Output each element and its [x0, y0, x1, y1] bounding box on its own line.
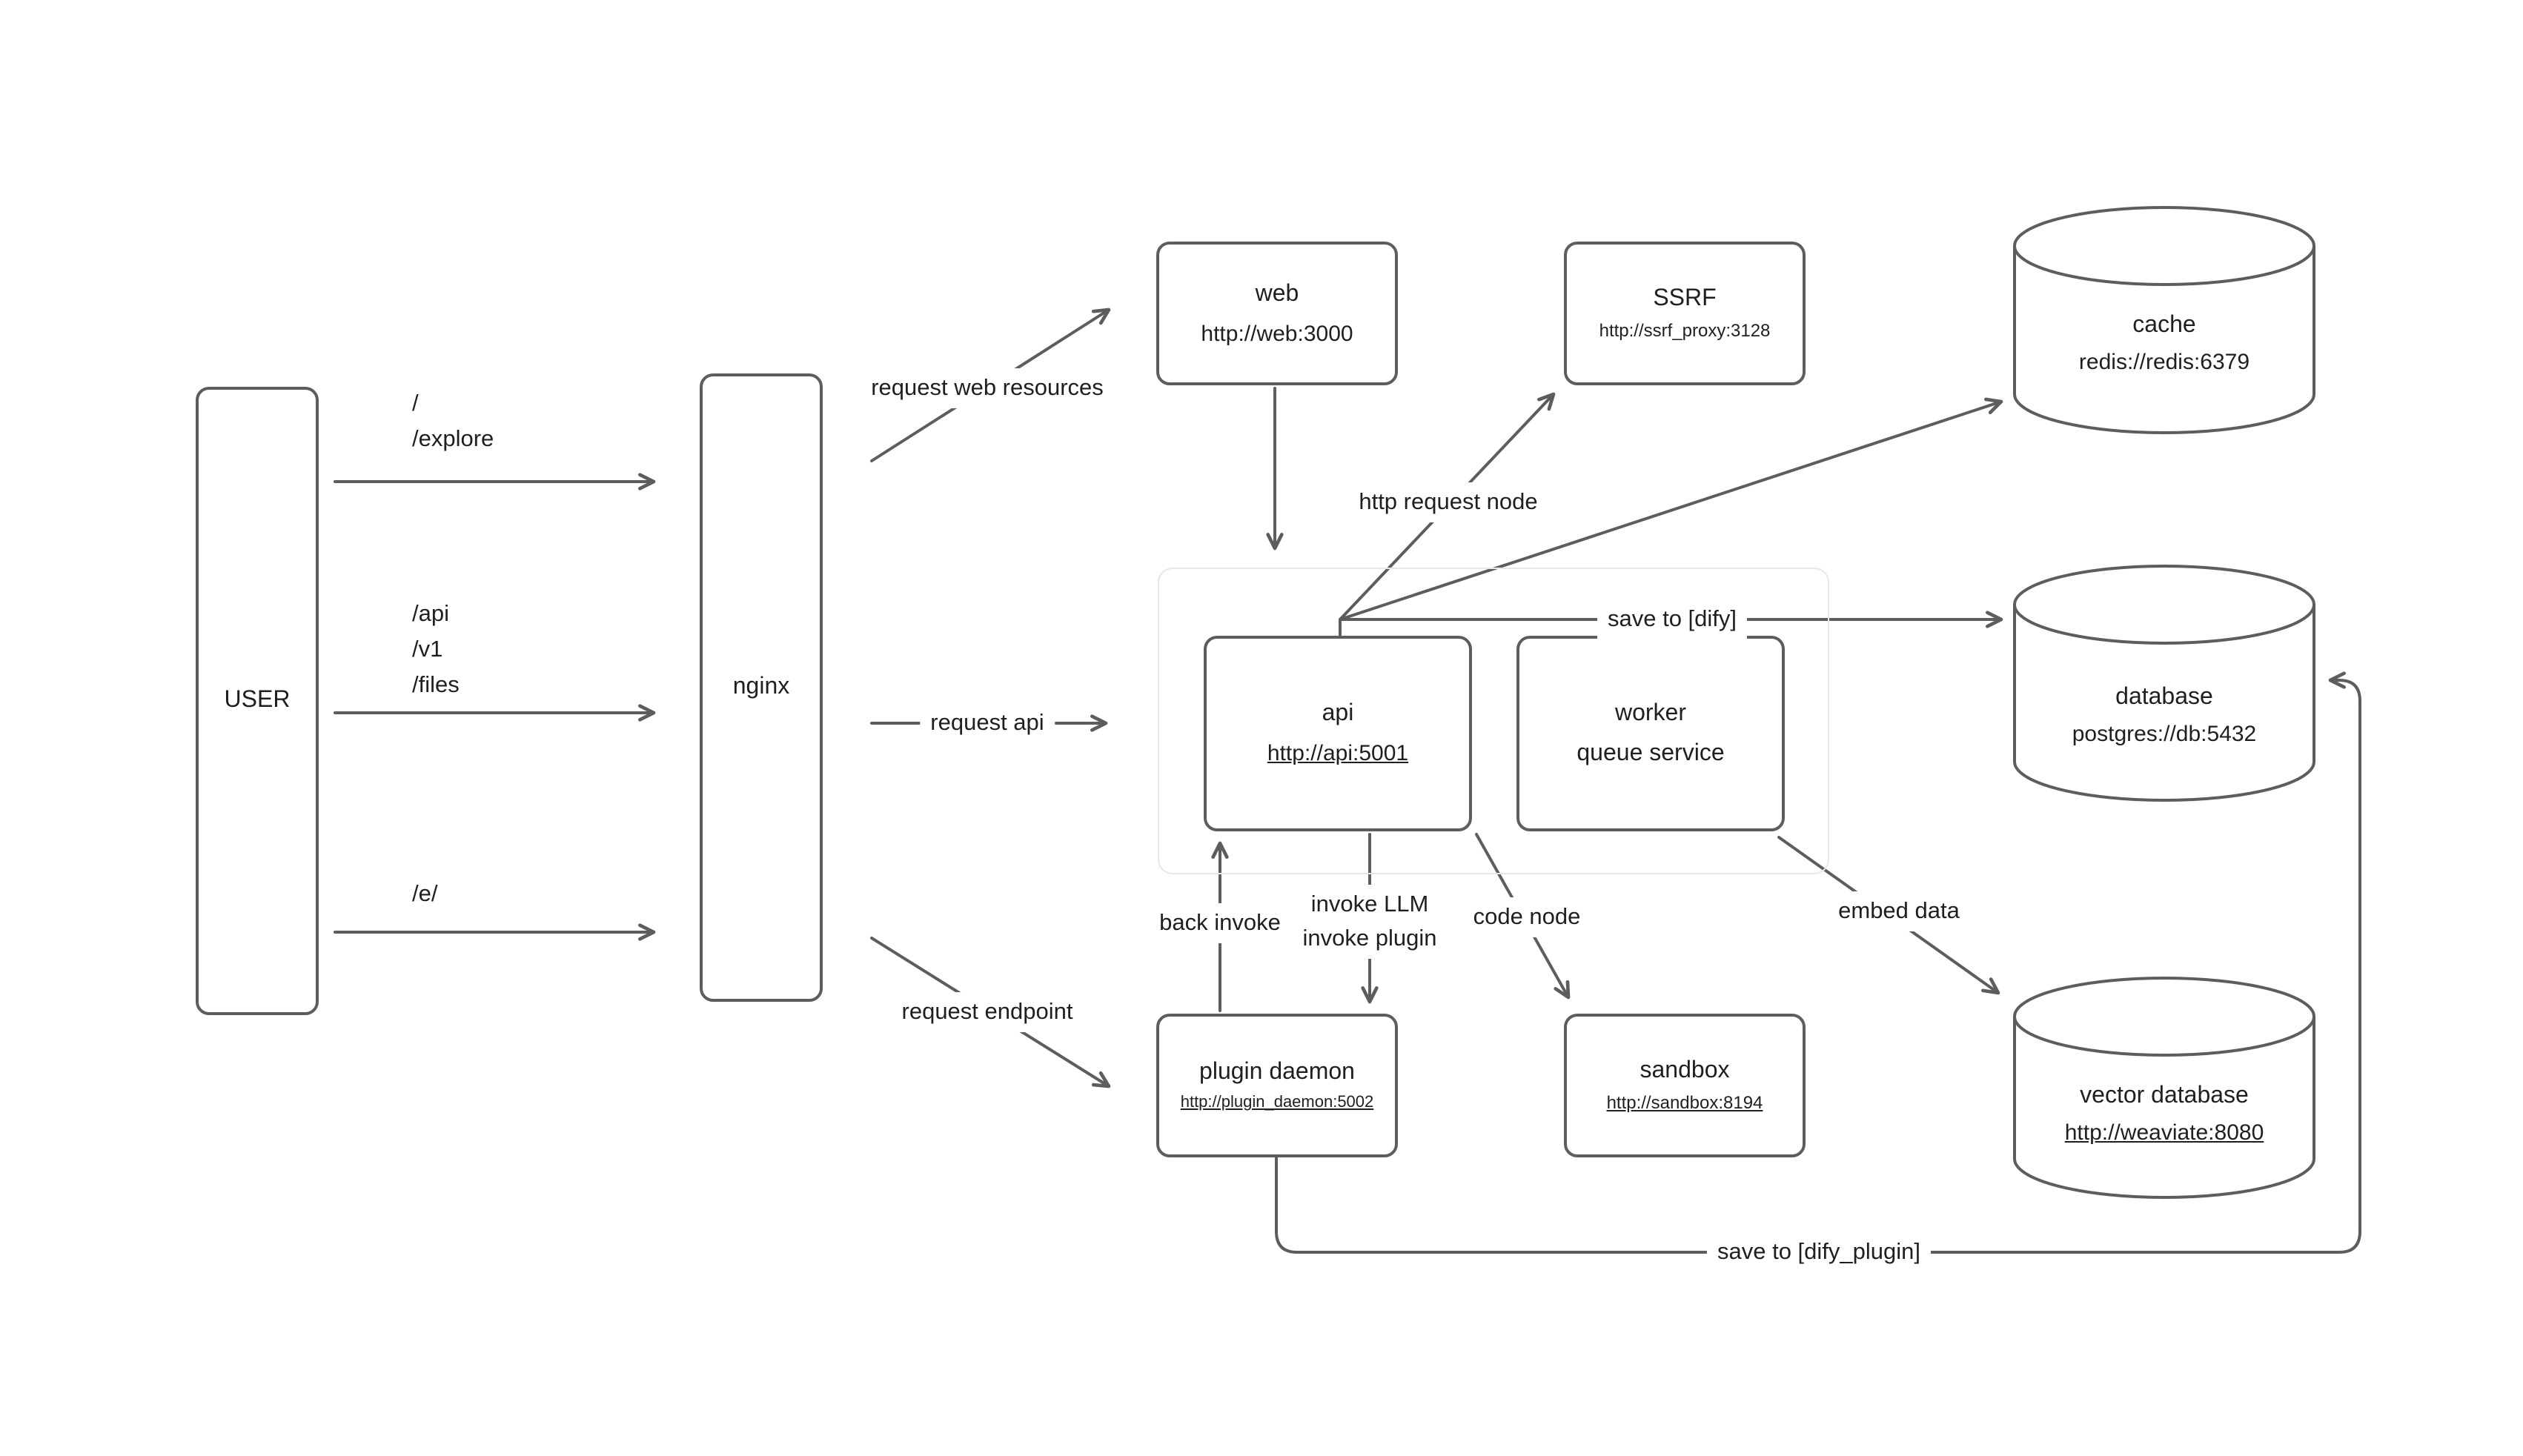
edge-label-save-to-dify: save to [dify]: [1597, 599, 1748, 639]
database-label: database: [2115, 685, 2213, 710]
edge-plugin-database: [1275, 671, 2361, 1254]
edge-label-request-web: request web resources: [861, 368, 1114, 408]
vector-database-label: vector database: [2080, 1083, 2249, 1108]
node-nginx: nginx: [700, 373, 823, 1002]
node-api: api http://api:5001: [1204, 636, 1472, 831]
invoke-plugin-line: invoke plugin: [1302, 926, 1437, 951]
invoke-llm-line: invoke LLM: [1310, 892, 1429, 917]
path-line: /explore: [412, 427, 494, 452]
ssrf-label: SSRF: [1653, 286, 1717, 311]
cache-label: cache: [2132, 313, 2196, 338]
cache-cylinder: [2013, 206, 2315, 434]
plugin-daemon-label: plugin daemon: [1199, 1060, 1355, 1085]
node-worker: worker queue service: [1516, 636, 1785, 831]
path-line: /files: [412, 673, 460, 698]
edge-label-request-api: request api: [920, 703, 1055, 743]
web-label: web: [1255, 281, 1299, 306]
vector-database-url-link[interactable]: http://weaviate:8080: [2064, 1120, 2264, 1146]
edge-label-code-node: code node: [1462, 897, 1591, 937]
edge-label-http-request-node: http request node: [1348, 482, 1548, 522]
cache-url: redis://redis:6379: [2078, 350, 2250, 375]
edge-label-user-paths-top: / /explore: [412, 387, 494, 458]
database-cylinder: [2013, 565, 2315, 802]
edge-api-cache: [1339, 397, 2003, 621]
node-cache-label: cache redis://redis:6379: [2079, 313, 2250, 375]
path-line: /: [412, 391, 419, 416]
plugin-daemon-url-link[interactable]: http://plugin_daemon:5002: [1180, 1094, 1374, 1111]
web-url: http://web:3000: [1201, 321, 1353, 346]
node-web: web http://web:3000: [1156, 242, 1398, 385]
ssrf-url: http://ssrf_proxy:3128: [1599, 320, 1771, 341]
edge-label-embed-data: embed data: [1828, 891, 1970, 931]
node-plugin-daemon: plugin daemon http://plugin_daemon:5002: [1156, 1014, 1398, 1157]
api-label: api: [1322, 701, 1354, 726]
node-sandbox: sandbox http://sandbox:8194: [1564, 1014, 1806, 1157]
api-worker-group: [1158, 568, 1829, 874]
sandbox-label: sandbox: [1640, 1058, 1730, 1083]
database-url: postgres://db:5432: [2072, 722, 2257, 747]
edge-label-back-invoke: back invoke: [1149, 903, 1291, 943]
edge-label-invoke: invoke LLM invoke plugin: [1292, 885, 1448, 959]
edge-label-save-to-dify-plugin: save to [dify_plugin]: [1706, 1232, 1932, 1272]
api-url-link[interactable]: http://api:5001: [1267, 741, 1409, 766]
node-user: USER: [196, 387, 319, 1015]
sandbox-url-link[interactable]: http://sandbox:8194: [1606, 1092, 1763, 1113]
path-line: /e/: [412, 882, 438, 907]
edge-label-user-paths-mid: /api /v1 /files: [412, 597, 460, 704]
path-line: /api: [412, 602, 449, 627]
vector-database-cylinder: [2013, 977, 2315, 1199]
worker-sublabel: queue service: [1577, 740, 1725, 765]
node-vector-database-label: vector database http://weaviate:8080: [2065, 1083, 2264, 1146]
user-label: USER: [224, 688, 291, 713]
nginx-label: nginx: [732, 674, 790, 699]
path-line: /v1: [412, 637, 443, 662]
edge-label-user-paths-bottom: /e/: [412, 877, 437, 913]
node-database-label: database postgres://db:5432: [2072, 685, 2257, 747]
edge-label-request-endpoint: request endpoint: [891, 992, 1084, 1032]
worker-label: worker: [1614, 700, 1686, 725]
node-ssrf: SSRF http://ssrf_proxy:3128: [1564, 242, 1806, 385]
